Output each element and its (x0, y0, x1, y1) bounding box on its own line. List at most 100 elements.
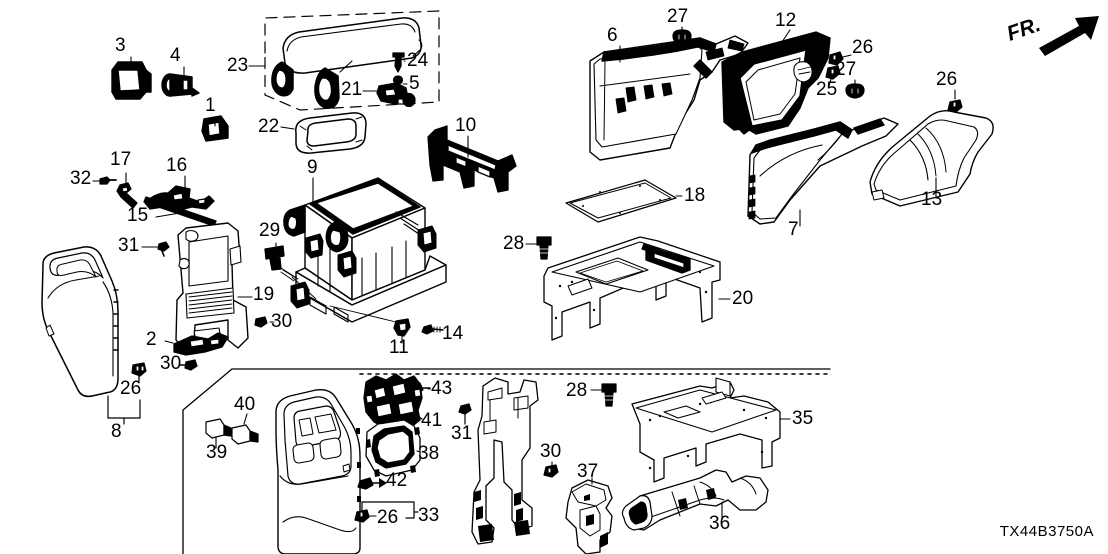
callout-9: 9 (307, 157, 318, 178)
callout-25: 25 (816, 79, 838, 100)
callout-39: 39 (206, 442, 228, 463)
part-30-screw-b (179, 359, 198, 371)
callout-5: 5 (409, 73, 420, 94)
callout-22: 22 (258, 116, 280, 137)
part-35-console-mount-frame-rear (631, 377, 781, 483)
part-10-console-cross-bracket (427, 125, 517, 193)
callout-35: 35 (792, 408, 814, 429)
part-38-vent-outlet-bezel (365, 419, 421, 477)
callout-28-b: 28 (566, 380, 588, 401)
callout-3: 3 (115, 35, 126, 56)
callout-1: 1 (205, 95, 216, 116)
part-7-console-side-garnish (747, 117, 899, 225)
bracket-33-connector (361, 501, 419, 519)
callout-30-c: 30 (540, 441, 562, 462)
part-28-flange-bolt-a (536, 236, 552, 260)
callout-33: 33 (418, 505, 440, 526)
part-42-retaining-clip (357, 477, 387, 490)
callout-6: 6 (607, 25, 618, 46)
callout-32: 32 (70, 168, 92, 189)
callout-29: 29 (259, 220, 281, 241)
callout-7: 7 (788, 219, 799, 240)
callout-2: 2 (146, 329, 157, 350)
part-14-tapping-screw (421, 324, 444, 335)
part-17-pin-hinge (116, 182, 138, 209)
callout-24: 24 (407, 50, 429, 71)
part-32-pin-clip (99, 176, 117, 185)
part-3-square-grommet-cap (111, 61, 152, 100)
callout-31-a: 31 (118, 235, 140, 256)
callout-36: 36 (709, 513, 731, 534)
part-39-blank-switch-cap (205, 418, 232, 439)
part-26-push-clip-a (131, 362, 147, 382)
callout-13: 13 (921, 189, 943, 210)
front-direction-arrow-icon (1039, 16, 1099, 56)
callout-26-b: 26 (936, 69, 958, 90)
part-26-push-clip-d (354, 509, 370, 523)
callout-12: 12 (775, 10, 797, 31)
part-1-clip-wedge (201, 115, 229, 142)
callout-15: 15 (127, 205, 149, 226)
part-25-clip-grommet (825, 65, 841, 80)
part-29-bolt-washer (264, 245, 299, 282)
callout-30-a: 30 (271, 311, 293, 332)
part-24-hinge-pin (392, 52, 405, 73)
callout-4: 4 (170, 45, 181, 66)
callout-26-a: 26 (852, 37, 874, 58)
callout-17: 17 (110, 149, 132, 170)
part-21-hinge-latch-assembly (376, 82, 416, 108)
leader-15 (155, 212, 181, 218)
part-41-rear-vent-assembly (363, 373, 423, 429)
callout-21: 21 (341, 79, 363, 100)
part-30-screw-a (254, 316, 268, 328)
callout-8: 8 (111, 421, 122, 442)
callout-38: 38 (418, 443, 440, 464)
diagram-code: TX44B3750A (999, 523, 1094, 540)
callout-19: 19 (253, 284, 275, 305)
part-31-small-screw-left (157, 241, 170, 257)
callout-14: 14 (442, 323, 464, 344)
part-22-opening-trim-ring (295, 112, 367, 154)
callout-30-b: 30 (160, 353, 182, 374)
callout-18: 18 (684, 185, 706, 206)
callout-23: 23 (227, 55, 249, 76)
leader-12 (777, 29, 791, 49)
part-12-console-side-panel-right (721, 31, 831, 135)
callout-26-d: 26 (377, 507, 399, 528)
armrest-group-boundary (264, 10, 440, 111)
part-19-console-support-bracket (175, 222, 249, 349)
part-20-console-mount-frame-front (543, 236, 721, 341)
part-36-rear-heater-duct (621, 469, 769, 531)
part-4-round-bushing-sleeve (161, 73, 200, 97)
part-30-screw-c (543, 464, 559, 478)
callout-31-b: 31 (451, 423, 473, 444)
part-28-flange-bolt-b (601, 383, 617, 407)
part-26-push-clip-c (947, 99, 963, 113)
part-9-console-main-box-frame (283, 177, 447, 323)
part-26-push-clip-b (828, 51, 844, 66)
part-37-duct-joint-bracket (565, 479, 613, 554)
part-11-clip-fastener (393, 318, 411, 337)
callout-16: 16 (166, 155, 188, 176)
leader-22 (280, 126, 295, 130)
part-18-console-tray-mat (565, 179, 677, 223)
part-2-small-bracket-strip (173, 332, 229, 356)
lower-panel-group-boundary (182, 368, 831, 554)
callout-42: 42 (386, 470, 408, 491)
bracket-8-26-connector (107, 395, 141, 425)
part-6-console-side-panel-left (589, 35, 749, 161)
callout-37: 37 (577, 461, 599, 482)
callout-10: 10 (455, 115, 477, 136)
console-side-bracket-pair (471, 377, 539, 545)
part-33-rear-console-panel-assembly (275, 388, 361, 554)
callout-11: 11 (389, 337, 409, 358)
callout-43: 43 (431, 378, 453, 399)
part-31-small-screw-right (458, 403, 472, 425)
callout-27-a: 27 (667, 6, 689, 27)
callout-27-b: 27 (835, 59, 857, 80)
part-23-armrest-lid (271, 17, 423, 110)
part-40-blank-switch-cap-2 (231, 424, 259, 445)
part-27-grommet-nut-b (845, 83, 865, 99)
